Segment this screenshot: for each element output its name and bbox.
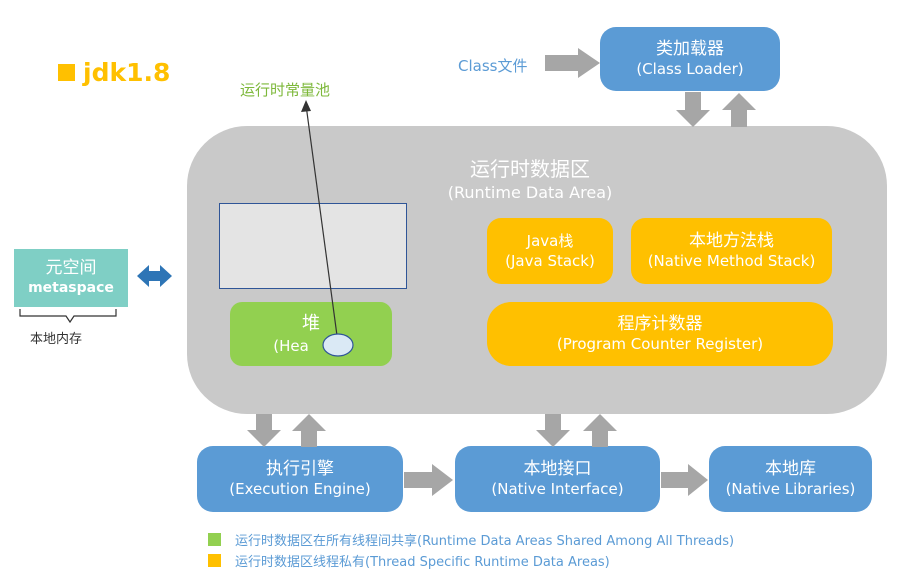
native-interface-cn: 本地接口 <box>523 459 592 479</box>
metaspace-cn: 元空间 <box>45 258 97 278</box>
constant-pool-arrow-head <box>301 100 311 112</box>
runtime-data-area-title: 运行时数据区 (Runtime Data Area) <box>400 156 660 204</box>
legend-private-text: 运行时数据区线程私有(Thread Specific Runtime Data … <box>235 554 610 570</box>
legend-swatch-green <box>208 532 221 546</box>
native-interface-box: 本地接口 (Native Interface) <box>455 446 660 512</box>
execution-engine-box: 执行引擎 (Execution Engine) <box>197 446 403 512</box>
java-stack-en: (Java Stack) <box>505 252 595 270</box>
constant-pool-pointer-line <box>305 104 339 344</box>
native-libraries-en: (Native Libraries) <box>725 480 856 498</box>
legend: 运行时数据区在所有线程间共享(Runtime Data Areas Shared… <box>208 529 734 570</box>
native-libraries-box: 本地库 (Native Libraries) <box>709 446 872 512</box>
engine-to-interface-arrow <box>404 464 453 496</box>
heap-cn: 堆 <box>302 313 320 334</box>
interface-up-arrow <box>583 414 617 447</box>
constant-pool-label: 运行时常量池 <box>240 81 331 99</box>
heap-en: (Hea <box>273 337 309 355</box>
loader-up-arrow <box>722 93 756 127</box>
metaspace-double-arrow <box>137 265 172 287</box>
legend-shared-text: 运行时数据区在所有线程间共享(Runtime Data Areas Shared… <box>235 533 735 549</box>
pc-register-en: (Program Counter Register) <box>556 335 764 353</box>
interface-down-arrow <box>536 414 570 447</box>
native-method-stack-en: (Native Method Stack) <box>647 252 816 270</box>
native-interface-en: (Native Interface) <box>491 480 624 498</box>
metaspace-brace <box>19 309 117 324</box>
pc-register-cn: 程序计数器 <box>617 314 703 334</box>
java-stack-cn: Java栈 <box>526 232 574 250</box>
version-label: jdk1.8 <box>83 58 171 87</box>
runtime-area-cn: 运行时数据区 <box>470 157 590 181</box>
runtime-area-en: (Runtime Data Area) <box>447 183 613 202</box>
native-method-stack-cn: 本地方法栈 <box>689 231 774 251</box>
engine-up-arrow <box>292 414 326 447</box>
execution-engine-en: (Execution Engine) <box>229 480 371 498</box>
java-stack-box: Java栈 (Java Stack) <box>487 218 613 284</box>
class-loader-en: (Class Loader) <box>636 60 744 78</box>
local-memory-label: 本地内存 <box>30 332 83 347</box>
constant-pool-ellipse <box>322 333 354 357</box>
class-loader-cn: 类加载器 <box>656 39 724 59</box>
class-file-arrow <box>545 48 600 78</box>
heap-box: 堆 (Hea <box>230 302 392 366</box>
method-area-box <box>219 203 407 289</box>
metaspace-en: metaspace <box>28 280 114 296</box>
pc-register-box: 程序计数器 (Program Counter Register) <box>487 302 833 366</box>
version-title: jdk1.8 <box>58 58 170 87</box>
class-loader-box: 类加载器 (Class Loader) <box>600 27 780 91</box>
native-method-stack-box: 本地方法栈 (Native Method Stack) <box>631 218 832 284</box>
title-square <box>58 64 75 81</box>
legend-item-shared: 运行时数据区在所有线程间共享(Runtime Data Areas Shared… <box>208 529 734 549</box>
execution-engine-cn: 执行引擎 <box>266 459 334 479</box>
legend-item-private: 运行时数据区线程私有(Thread Specific Runtime Data … <box>208 550 734 570</box>
engine-down-arrow <box>247 414 281 447</box>
class-file-label: Class文件 <box>458 57 528 75</box>
loader-down-arrow <box>676 92 710 127</box>
legend-swatch-orange <box>208 553 221 567</box>
metaspace-box: 元空间 metaspace <box>14 249 128 307</box>
interface-to-libraries-arrow <box>661 464 708 496</box>
native-libraries-cn: 本地库 <box>765 459 816 479</box>
